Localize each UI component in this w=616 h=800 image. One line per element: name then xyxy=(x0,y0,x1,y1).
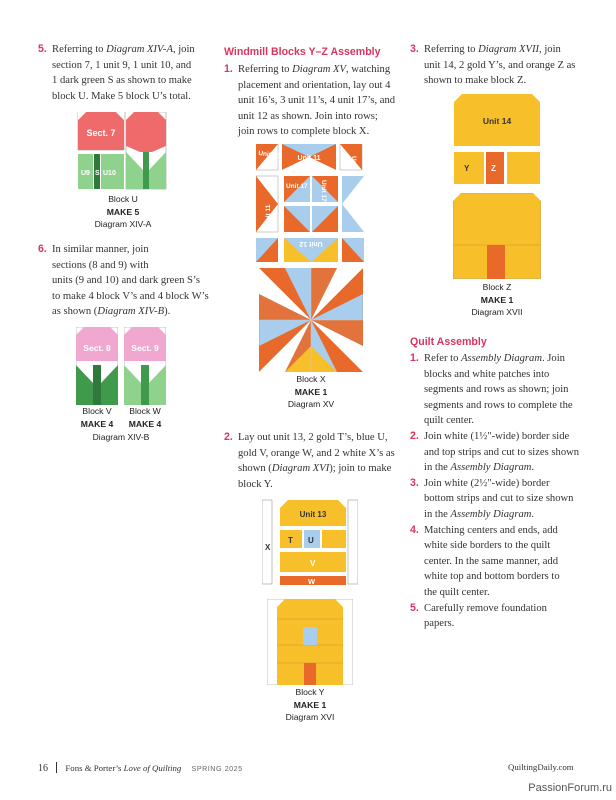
u9-label: U9 xyxy=(81,170,90,177)
step-number: 5. xyxy=(38,43,47,55)
magazine-name: Fons & Porter’s Love of Quilting xyxy=(65,763,182,773)
step-5: 5. Referring to Diagram XIV-A, join sect… xyxy=(38,43,195,102)
step-line: Refer to Assembly Diagram. Join xyxy=(424,353,565,364)
unit-17-label: Unit 17 xyxy=(320,180,327,202)
v-label: V xyxy=(310,559,316,568)
step-line: center. In the same manner, add xyxy=(424,555,558,567)
step-number: 1. xyxy=(410,352,419,364)
block-u-diagram: Sect. 7 U9 S U10 xyxy=(77,112,167,190)
step-line: segments and rows to complete the xyxy=(424,399,573,411)
diagram-reference: Diagram XVI xyxy=(271,463,330,475)
step-line: segments and rows as shown; join xyxy=(424,384,569,396)
unit-11-label: Unit 11 xyxy=(298,155,321,162)
step-number: 6. xyxy=(38,243,47,255)
diagram-reference: Diagram XV xyxy=(292,64,346,75)
step-line: Join white (1½"-wide) border side xyxy=(424,430,570,442)
diagram-reference: Diagram XVII xyxy=(478,44,540,55)
block-y-caption: Block Y MAKE 1 Diagram XVI xyxy=(285,687,335,722)
quilt-step-3: 3. Join white (2½"-wide) border bottom str… xyxy=(410,476,590,523)
y-label: Y xyxy=(464,164,470,173)
block-z-caption: Block Z MAKE 1 Diagram XVII xyxy=(471,282,523,317)
z-label: Z xyxy=(491,164,496,173)
step-line: papers. xyxy=(424,618,455,630)
step-line: and top strips and cut to sizes shown xyxy=(424,446,580,458)
step-2-windmill: 2. Lay out unit 13, 2 gold T’s, blue U, … xyxy=(224,431,395,490)
step-line: in the Assembly Diagram. xyxy=(424,508,535,520)
w-label: W xyxy=(308,577,316,586)
sect-7-label: Sect. 7 xyxy=(86,128,115,138)
step-line: blocks and white patches into xyxy=(424,368,550,380)
step-number: 5. xyxy=(410,601,419,614)
step-number: 1. xyxy=(224,63,233,75)
step-number: 3. xyxy=(410,43,419,55)
t-label: T xyxy=(288,536,293,545)
issue-label: SPRING 2025 xyxy=(191,764,243,773)
watermark: PassionForum.ru xyxy=(528,782,612,794)
block-v-diagram: Sect. 8 xyxy=(76,327,118,405)
step-number: 2. xyxy=(224,431,233,443)
diagram-reference: Diagram XIV-B xyxy=(97,306,165,318)
quilt-step-4: 4. Matching centers and ends, add white si… xyxy=(410,523,590,601)
step-line: Carefully remove foundation xyxy=(424,602,547,614)
block-u-caption: Block U MAKE 5 Diagram XIV-A xyxy=(94,194,152,229)
step-line: Matching centers and ends, add xyxy=(424,524,558,536)
quilt-step-1: 1. Refer to Assembly Diagram. Join blocks … xyxy=(410,351,590,429)
step-line: quilt center. xyxy=(424,415,475,427)
footer-divider xyxy=(56,762,58,773)
block-z-assembled-diagram xyxy=(453,193,541,279)
unit-16-label: Unit 16 xyxy=(258,150,281,160)
step-1-windmill: 1. Referring to Diagram XV, watching pla… xyxy=(224,63,396,138)
sect-8-label: Sect. 8 xyxy=(83,343,111,353)
quilt-step-2: 2. Join white (1½"-wide) border side and t… xyxy=(410,429,590,476)
site-url[interactable]: QuiltingDaily.com xyxy=(508,762,574,772)
diagram-reference: Diagram XIV-A xyxy=(106,44,173,55)
unit-12-label: Unit 12 xyxy=(299,240,322,247)
step-line: white top and bottom borders to xyxy=(424,571,560,583)
step-line: Join white (2½"-wide) border xyxy=(424,477,550,489)
step-line: white side borders to the quilt xyxy=(424,540,551,552)
block-w-caption: Block W MAKE 4 xyxy=(128,406,162,429)
step-number: 2. xyxy=(410,429,419,442)
s-label: S xyxy=(95,170,100,177)
block-y-assembled-diagram xyxy=(267,599,353,685)
unit-16-label: Unit 16 xyxy=(350,156,357,178)
quilt-assembly-steps: 1. Refer to Assembly Diagram. Join blocks … xyxy=(410,351,590,632)
u-label: U xyxy=(308,536,314,545)
unit-11-label: Unit 11 xyxy=(265,204,272,226)
windmill-heading: Windmill Blocks Y–Z Assembly xyxy=(224,46,381,58)
block-x-assembled-diagram xyxy=(259,268,363,372)
block-v-caption: Block V MAKE 4 xyxy=(80,406,114,429)
quilt-assembly-heading: Quilt Assembly xyxy=(410,336,487,348)
page-number: 16 xyxy=(38,763,48,774)
sect-9-label: Sect. 9 xyxy=(131,343,159,353)
unit-13-label: Unit 13 xyxy=(300,510,327,519)
block-z-units-diagram: Unit 14 Y Z xyxy=(454,94,540,184)
x-label: X xyxy=(265,543,271,552)
block-w-diagram: Sect. 9 xyxy=(124,327,166,405)
u10-label: U10 xyxy=(103,170,116,177)
step-number: 4. xyxy=(410,523,419,536)
block-x-caption: Block X MAKE 1 Diagram XV xyxy=(287,374,335,409)
step-3-windmill: 3. Referring to Diagram XVII, join unit … xyxy=(410,43,576,87)
block-x-units-diagram: Unit 16 Unit 11 Unit 16 Unit 11 Unit 17 … xyxy=(256,144,364,262)
step-line: bottom strips and cut to size shown xyxy=(424,493,574,505)
step-number: 3. xyxy=(410,476,419,489)
page-footer: 16 Fons & Porter’s Love of Quilting SPRI… xyxy=(38,762,243,774)
quilt-step-5: 5. Carefully remove foundation papers. xyxy=(410,601,590,632)
unit-17-label: Unit 17 xyxy=(286,183,308,190)
step-line: in the Assembly Diagram. xyxy=(424,462,535,474)
block-y-units-diagram: X Unit 13 T U V W xyxy=(262,499,358,586)
step-line: the quilt center. xyxy=(424,586,490,598)
diagram-xivb-caption: Diagram XIV-B xyxy=(92,432,150,442)
step-6: 6. In similar manner, join sections (8 a… xyxy=(38,243,209,318)
unit-14-label: Unit 14 xyxy=(483,116,512,126)
